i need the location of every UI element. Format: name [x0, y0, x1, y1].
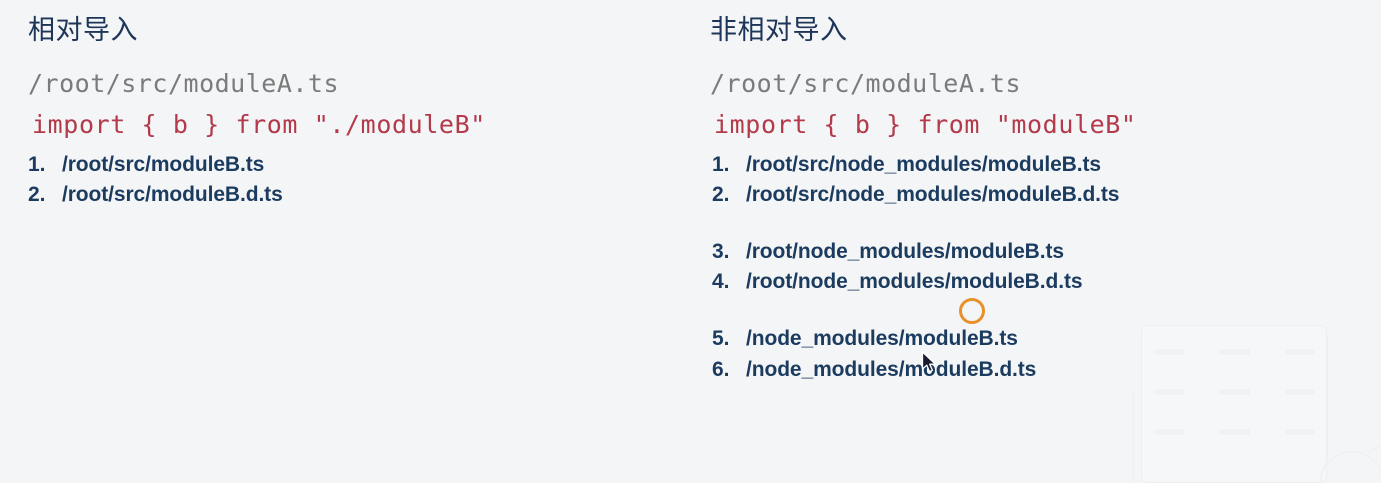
list-group-separator — [708, 210, 1381, 237]
resolution-list-non-relative-group-2: 3. /root/node_modules/moduleB.ts 4. /roo… — [708, 237, 1381, 297]
import-statement-relative: import { b } from "./moduleB" — [32, 110, 486, 139]
list-item: 4. /root/node_modules/moduleB.d.ts — [712, 267, 1381, 297]
column-heading-relative: 相对导入 — [28, 15, 138, 45]
list-item-path: /root/node_modules/moduleB.ts — [746, 239, 1064, 263]
list-item-path: /node_modules/moduleB.ts — [746, 327, 1018, 351]
list-item: 5. /node_modules/moduleB.ts — [712, 324, 1381, 354]
resolution-list-relative-group-1: 1. /root/src/moduleB.ts 2. /root/src/mod… — [26, 150, 690, 210]
list-item-number: 5. — [712, 327, 730, 351]
resolution-list-non-relative-group-1: 1. /root/src/node_modules/moduleB.ts 2. … — [708, 150, 1381, 210]
list-item-path: /root/src/node_modules/moduleB.d.ts — [746, 182, 1120, 206]
source-file-path-relative: /root/src/moduleA.ts — [28, 68, 340, 98]
column-non-relative-import: 非相对导入 /root/src/moduleA.ts import { b } … — [690, 0, 1381, 483]
list-item-path: /root/src/moduleB.d.ts — [62, 182, 283, 206]
code-block-non-relative: /root/src/moduleA.ts import { b } from "… — [708, 66, 1381, 144]
list-item: 6. /node_modules/moduleB.d.ts — [712, 355, 1381, 385]
column-relative-import: 相对导入 /root/src/moduleA.ts import { b } f… — [0, 0, 690, 483]
list-item-path: /root/src/node_modules/moduleB.ts — [746, 152, 1101, 176]
list-item-number: 2. — [28, 182, 46, 206]
list-item-number: 2. — [712, 182, 730, 206]
source-file-path-non-relative: /root/src/moduleA.ts — [710, 68, 1022, 98]
list-item: 2. /root/src/moduleB.d.ts — [28, 180, 690, 210]
import-statement-non-relative: import { b } from "moduleB" — [714, 110, 1137, 139]
list-item-path: /root/node_modules/moduleB.d.ts — [746, 270, 1083, 294]
list-item: 1. /root/src/node_modules/moduleB.ts — [712, 150, 1381, 180]
list-item: 3. /root/node_modules/moduleB.ts — [712, 237, 1381, 267]
list-item-number: 3. — [712, 239, 730, 263]
list-item-number: 6. — [712, 357, 730, 381]
resolution-list-non-relative-group-3: 5. /node_modules/moduleB.ts 6. /node_mod… — [708, 324, 1381, 384]
list-item-number: 4. — [712, 270, 730, 294]
list-item-path: /root/src/moduleB.ts — [62, 152, 265, 176]
list-item-number: 1. — [712, 152, 730, 176]
code-block-relative: /root/src/moduleA.ts import { b } from "… — [26, 66, 690, 144]
list-item: 1. /root/src/moduleB.ts — [28, 150, 690, 180]
list-item: 2. /root/src/node_modules/moduleB.d.ts — [712, 180, 1381, 210]
list-item-path: /node_modules/moduleB.d.ts — [746, 357, 1037, 381]
list-group-separator — [708, 297, 1381, 324]
list-item-number: 1. — [28, 152, 46, 176]
column-heading-non-relative: 非相对导入 — [710, 15, 848, 45]
